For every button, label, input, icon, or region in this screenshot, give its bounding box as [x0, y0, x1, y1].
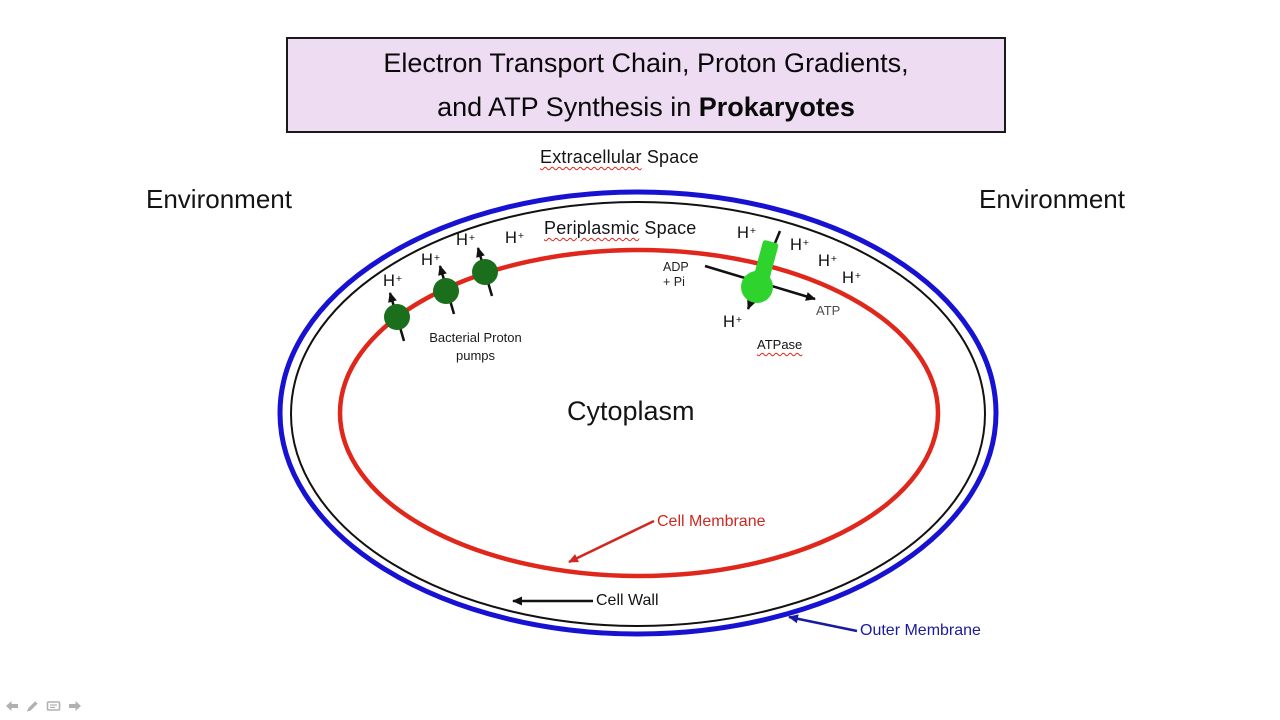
outer-membrane-callout-arrow [788, 614, 858, 633]
adp-line1: ADP [663, 260, 689, 274]
h-plus-label: H+ [818, 252, 838, 270]
h-plus-label: H+ [842, 269, 862, 287]
slide-menu-icon[interactable] [46, 699, 62, 713]
bacterial-proton-pump-2 [433, 278, 459, 304]
outer-membrane-ellipse [277, 189, 999, 637]
periplasmic-word: Periplasmic [544, 218, 640, 238]
atpase-head [741, 271, 773, 303]
bacterial-pumps-line1: Bacterial Proton [429, 330, 522, 345]
cell-membrane-callout-arrow [568, 519, 655, 564]
bacterial-proton-pump-3 [472, 259, 498, 285]
environment-label-left: Environment [146, 184, 292, 214]
slide-title: Electron Transport Chain, Proton Gradien… [286, 37, 1006, 133]
extracellular-rest: Space [641, 147, 699, 167]
adp-line2: + Pi [663, 275, 685, 289]
slide-title-line1: Electron Transport Chain, Proton Gradien… [383, 48, 909, 78]
extracellular-space-label: Extracellular Space [540, 147, 699, 168]
environment-label-right: Environment [979, 184, 1125, 214]
h-plus-label-cytoplasm: H+ [723, 313, 743, 331]
periplasmic-rest: Space [639, 218, 697, 238]
previous-slide-arrow-icon[interactable] [4, 699, 20, 713]
atpase-label: ATPase [757, 337, 803, 352]
h-plus-label: H+ [383, 272, 403, 290]
bacterial-proton-pump-1 [384, 304, 410, 330]
outer-membrane-label: Outer Membrane [860, 622, 981, 639]
bacterial-pumps-line2: pumps [455, 348, 496, 363]
slide-title-line2: and ATP Synthesis in Prokaryotes [288, 85, 1004, 129]
slide-title-line2-normal: and ATP Synthesis in [437, 92, 699, 122]
next-slide-arrow-icon[interactable] [67, 699, 83, 713]
h-plus-label: H+ [505, 229, 525, 247]
h-plus-label: H+ [421, 251, 441, 269]
h-plus-label: H+ [737, 224, 757, 242]
cell-wall-ellipse [290, 201, 986, 627]
h-plus-label: H+ [790, 236, 810, 254]
cell-membrane-label: Cell Membrane [657, 513, 766, 530]
adp-pi-label: ADP + Pi [663, 260, 689, 290]
cytoplasm-label: Cytoplasm [567, 396, 695, 426]
cell-wall-label: Cell Wall [596, 592, 659, 609]
cell-membrane-ellipse [337, 247, 941, 579]
bacterial-proton-pumps-label: Bacterial Proton pumps [398, 329, 553, 365]
h-plus-label: H+ [456, 231, 476, 249]
pen-tool-icon[interactable] [25, 699, 41, 713]
slide-title-line2-bold: Prokaryotes [698, 92, 855, 122]
periplasmic-space-label: Periplasmic Space [544, 218, 696, 239]
atp-label: ATP [816, 303, 841, 318]
extracellular-word: Extracellular [540, 147, 642, 167]
slideshow-toolbar [4, 699, 83, 713]
